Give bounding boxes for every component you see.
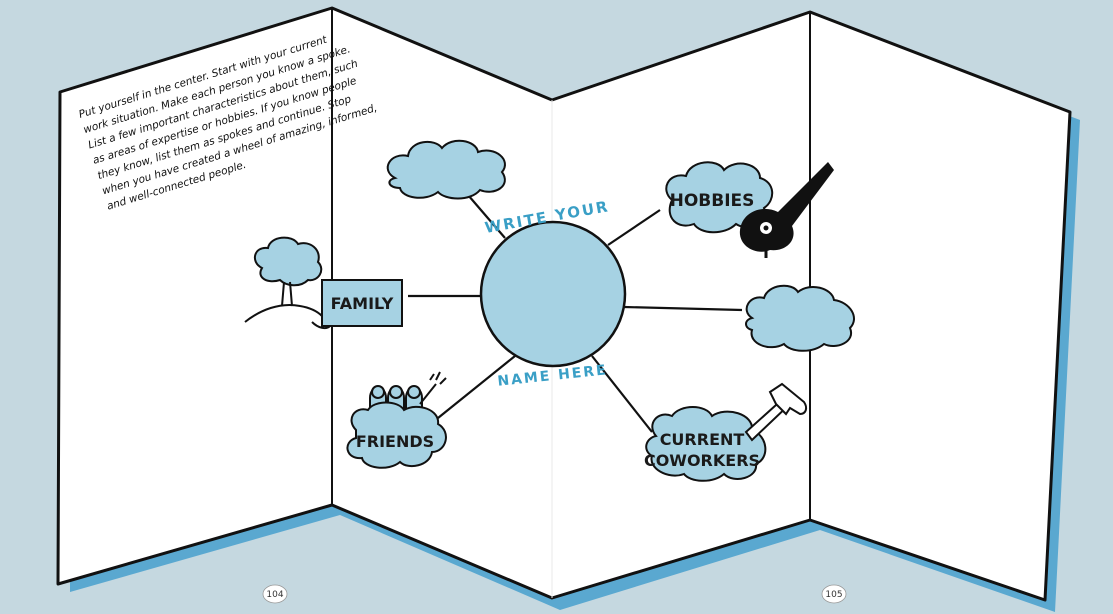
hammer-icon [744, 382, 808, 442]
friends-cloud: FRIENDS [346, 401, 447, 469]
hobbies-cloud: HOBBIES [665, 161, 774, 234]
coworkers-cloud: CURRENT COWORKERS [644, 406, 767, 482]
svg-text:105: 105 [825, 590, 842, 600]
family-label: FAMILY [331, 294, 394, 313]
spokes [408, 187, 743, 433]
tree-icon [244, 236, 331, 330]
page-number-left: 104 [262, 584, 288, 604]
family-box [321, 279, 403, 327]
page-number-right: 105 [821, 584, 847, 604]
empty-cloud-right [745, 284, 855, 352]
hobbies-label: HOBBIES [670, 191, 755, 211]
center-circle [479, 220, 627, 368]
guitar-icon [739, 162, 834, 258]
coworkers-label-line2: COWORKERS [644, 451, 760, 470]
empty-cloud-top [386, 139, 506, 200]
svg-text:104: 104 [266, 590, 283, 600]
coworkers-label-line1: CURRENT [660, 430, 745, 449]
friends-label: FRIENDS [356, 432, 434, 451]
